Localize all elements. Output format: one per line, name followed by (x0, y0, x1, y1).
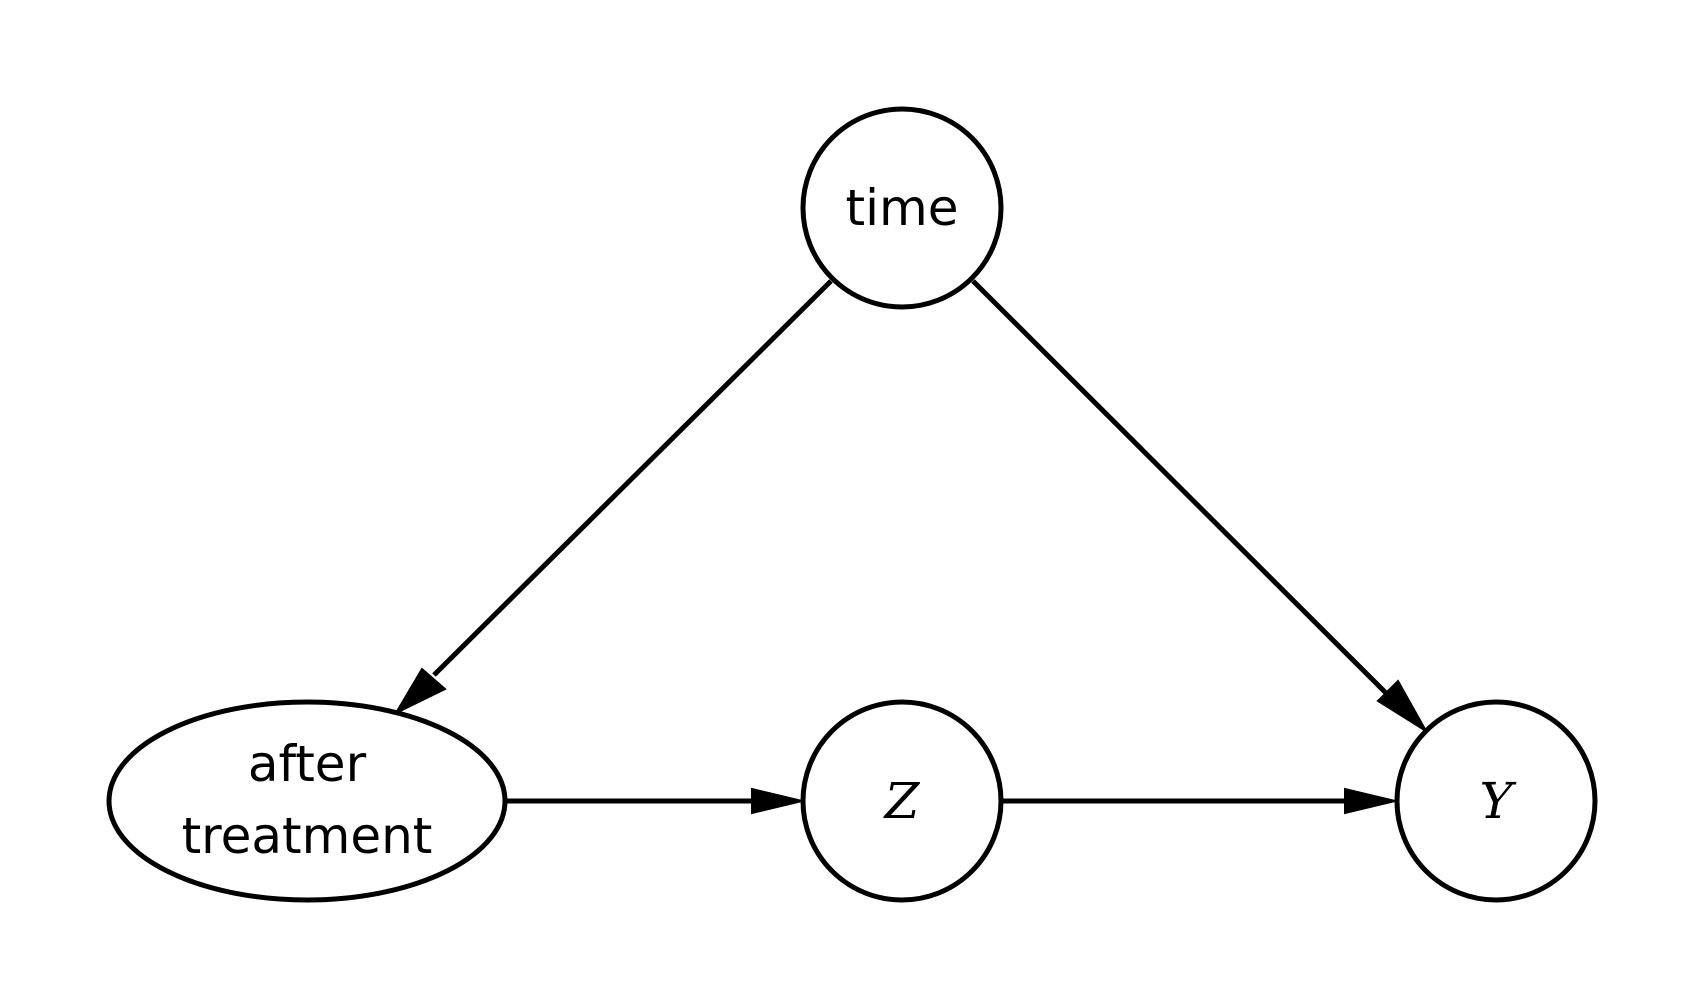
node-after-treatment-label-line2: treatment (182, 807, 433, 865)
node-time-circle (800, 106, 1004, 310)
node-y-label: Y (1479, 772, 1516, 830)
node-after-treatment-ellipse (106, 699, 508, 903)
edge-time-to-y (971, 279, 1427, 732)
edge-z-to-y (1003, 787, 1396, 815)
node-z-circle (800, 699, 1004, 903)
node-z: Z (800, 699, 1004, 903)
node-z-label: Z (883, 772, 921, 830)
node-time-label: time (846, 179, 959, 237)
node-after-treatment-label-line1: after (248, 735, 367, 793)
node-y: Y (1394, 699, 1598, 903)
edge-after-treatment-to-z (507, 787, 803, 815)
edge-time-to-after-treatment (393, 279, 833, 716)
node-time: time (800, 106, 1004, 310)
node-y-circle (1394, 699, 1598, 903)
node-after-treatment: after treatment (106, 699, 508, 903)
